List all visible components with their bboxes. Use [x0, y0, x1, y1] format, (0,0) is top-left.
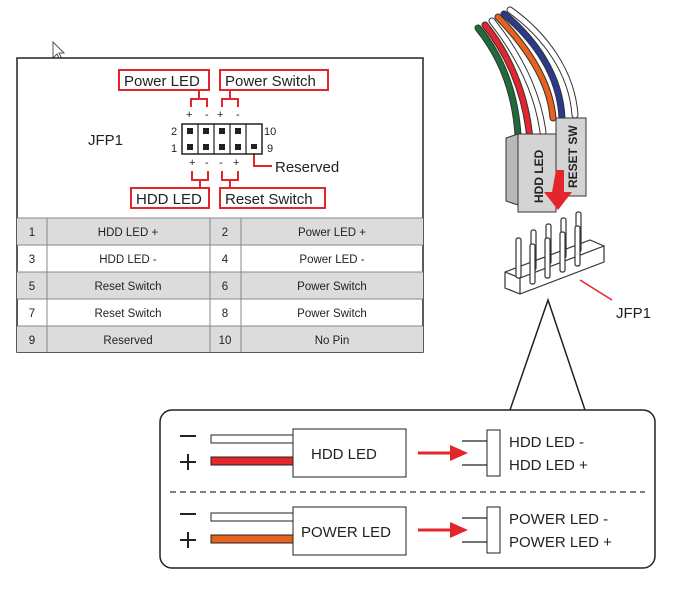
jfp1-header-label: JFP1	[616, 305, 651, 322]
pin-number-10: 10	[264, 126, 276, 138]
pin-number-cell: 7	[29, 308, 35, 320]
jfp1-title: JFP1	[88, 132, 123, 149]
power-switch-label: Power Switch	[225, 73, 316, 90]
power-led-plus-label: POWER LED +	[509, 534, 612, 551]
minus-sign: -	[205, 109, 209, 121]
pin-function-cell: HDD LED +	[98, 227, 159, 239]
hdd-led-plug: HDD LED	[505, 133, 557, 213]
pinout-table: 1 HDD LED + 2 Power LED + 3 HDD LED - 4 Power L…	[17, 217, 423, 352]
cable-bundle	[474, 6, 579, 144]
hdd-led-plug-text: HDD LED	[311, 446, 377, 463]
power-led-plug-text: POWER LED	[301, 524, 391, 541]
hdd-led-callout	[130, 187, 210, 209]
pin-function-cell: Power LED +	[298, 227, 366, 239]
pin-header-grid	[181, 123, 263, 155]
jfp1-pointer-line	[579, 279, 613, 301]
pin-number-9: 9	[267, 143, 273, 155]
power-led-callout	[118, 69, 210, 91]
pin-function-cell: Power Switch	[297, 308, 367, 320]
wiring-detail-panel	[159, 409, 656, 569]
pin-function-cell: Reserved	[103, 335, 152, 347]
minus-sign: -	[219, 157, 223, 169]
pin-number-cell: 10	[219, 335, 232, 347]
pin-function-cell: Reset Switch	[94, 281, 161, 293]
reset-switch-label: Reset Switch	[225, 191, 313, 208]
pin-number-cell: 1	[29, 227, 35, 239]
insert-arrow-icon	[544, 170, 572, 210]
hdd-led-plus-label: HDD LED +	[509, 457, 588, 474]
minus-sign: -	[205, 157, 209, 169]
pin-function-cell: HDD LED -	[99, 254, 157, 266]
pin-function-cell: Power Switch	[297, 281, 367, 293]
jfp1-pin-header	[504, 211, 605, 295]
pin-number-cell: 3	[29, 254, 35, 266]
pin-function-cell: Reset Switch	[94, 308, 161, 320]
reset-sw-plug: RESET SW	[555, 117, 587, 197]
pin-number-cell: 6	[222, 281, 228, 293]
plus-sign: +	[217, 109, 223, 121]
zoom-callout-lines	[509, 297, 586, 411]
plus-sign: +	[189, 157, 195, 169]
hdd-led-plug-label: HDD LED	[532, 149, 546, 203]
power-led-detail: POWER LED POWER LED - POWER LED +	[180, 506, 612, 556]
hdd-led-minus-label: HDD LED -	[509, 434, 584, 451]
pin-number-2: 2	[171, 126, 177, 138]
pin-number-cell: 8	[222, 308, 228, 320]
pin-number-cell: 4	[222, 254, 229, 266]
pin-number-cell: 5	[29, 281, 35, 293]
pin-number-cell: 2	[222, 227, 228, 239]
hdd-led-detail: HDD LED HDD LED - HDD LED +	[180, 428, 588, 478]
power-switch-callout	[219, 69, 329, 91]
hdd-led-label: HDD LED	[136, 191, 202, 208]
reset-sw-plug-label: RESET SW	[566, 125, 580, 188]
minus-sign: -	[236, 109, 240, 121]
pin-function-cell: Power LED -	[299, 254, 364, 266]
power-led-label: Power LED	[124, 73, 200, 90]
pin-number-cell: 9	[29, 335, 35, 347]
reserved-label: Reserved	[275, 159, 339, 176]
plus-sign: +	[186, 109, 192, 121]
arrow-right-icon	[450, 522, 468, 538]
pin-function-cell: No Pin	[315, 335, 350, 347]
reset-switch-callout	[219, 187, 326, 209]
pin-number-1: 1	[171, 143, 177, 155]
arrow-right-icon	[450, 445, 468, 461]
plus-sign: +	[233, 157, 239, 169]
power-led-minus-label: POWER LED -	[509, 511, 608, 528]
